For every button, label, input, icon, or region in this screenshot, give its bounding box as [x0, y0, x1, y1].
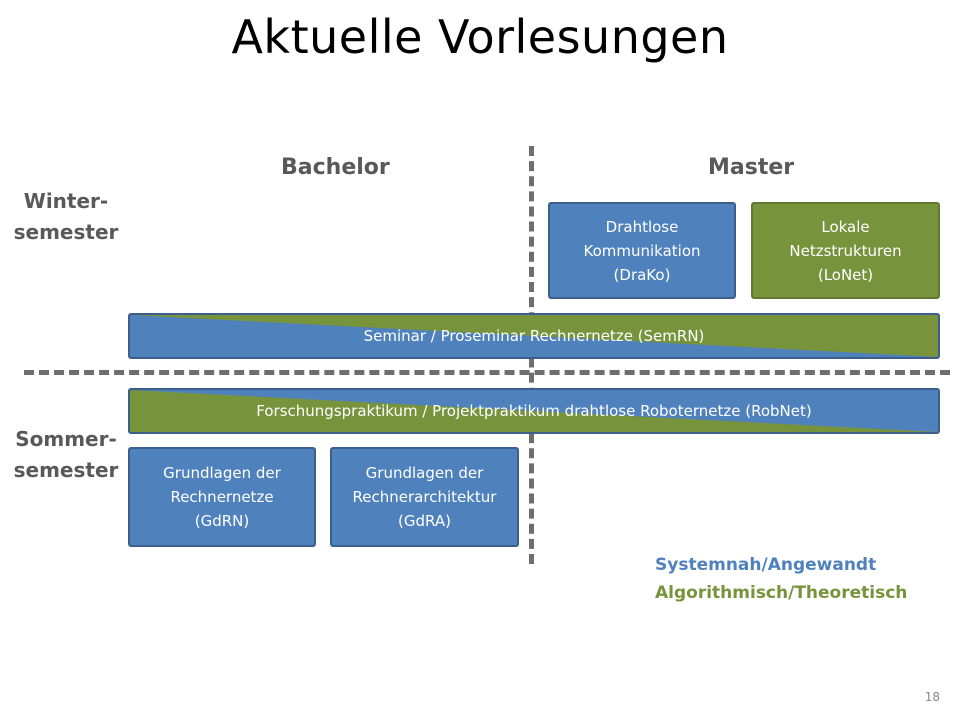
course-gdra-line3: (GdRA) — [398, 512, 451, 530]
legend-theoretical: Algorithmisch/Theoretisch — [655, 583, 908, 603]
course-gdrn-line3: (GdRN) — [194, 512, 250, 530]
course-lonet-line3: (LoNet) — [817, 265, 874, 284]
course-drako-line1: Drahtlose — [605, 217, 679, 236]
course-robnet: Forschungspraktikum / Projektpraktikum d… — [128, 388, 940, 434]
row-header-winter: Winter- semester — [10, 186, 122, 248]
course-semrn: Seminar / Proseminar Rechnernetze (SemRN… — [128, 313, 940, 359]
legend-applied: Systemnah/Angewandt — [655, 555, 877, 575]
column-header-master: Master — [708, 155, 795, 180]
row-header-winter-line2: semester — [13, 220, 119, 244]
course-gdra-line1: Grundlagen der — [365, 464, 484, 482]
row-header-winter-line1: Winter- — [23, 189, 109, 213]
row-header-summer-line2: semester — [13, 458, 119, 482]
course-lonet-line2: Netzstrukturen — [789, 241, 902, 260]
page-title: Aktuelle Vorlesungen — [231, 10, 729, 64]
course-robnet-label: Forschungspraktikum / Projektpraktikum d… — [256, 402, 812, 420]
course-semrn-label: Seminar / Proseminar Rechnernetze (SemRN… — [363, 327, 705, 345]
course-gdrn-line1: Grundlagen der — [163, 464, 281, 482]
course-lonet: Lokale Netzstrukturen (LoNet) — [751, 202, 940, 299]
horizontal-divider — [24, 370, 950, 375]
course-drako-line3: (DraKo) — [613, 265, 671, 284]
column-header-bachelor: Bachelor — [281, 155, 390, 180]
page-number: 18 — [924, 690, 940, 704]
row-header-summer: Sommer- semester — [10, 424, 122, 486]
course-drako: Drahtlose Kommunikation (DraKo) — [548, 202, 736, 299]
course-gdra-line2: Rechnerarchitektur — [352, 488, 497, 506]
course-lonet-line1: Lokale — [821, 217, 870, 236]
course-gdrn-line2: Rechnernetze — [170, 488, 274, 506]
course-gdrn: Grundlagen der Rechnernetze (GdRN) — [128, 447, 316, 547]
course-gdra: Grundlagen der Rechnerarchitektur (GdRA) — [330, 447, 519, 547]
course-drako-line2: Kommunikation — [583, 241, 701, 260]
row-header-summer-line1: Sommer- — [15, 427, 117, 451]
